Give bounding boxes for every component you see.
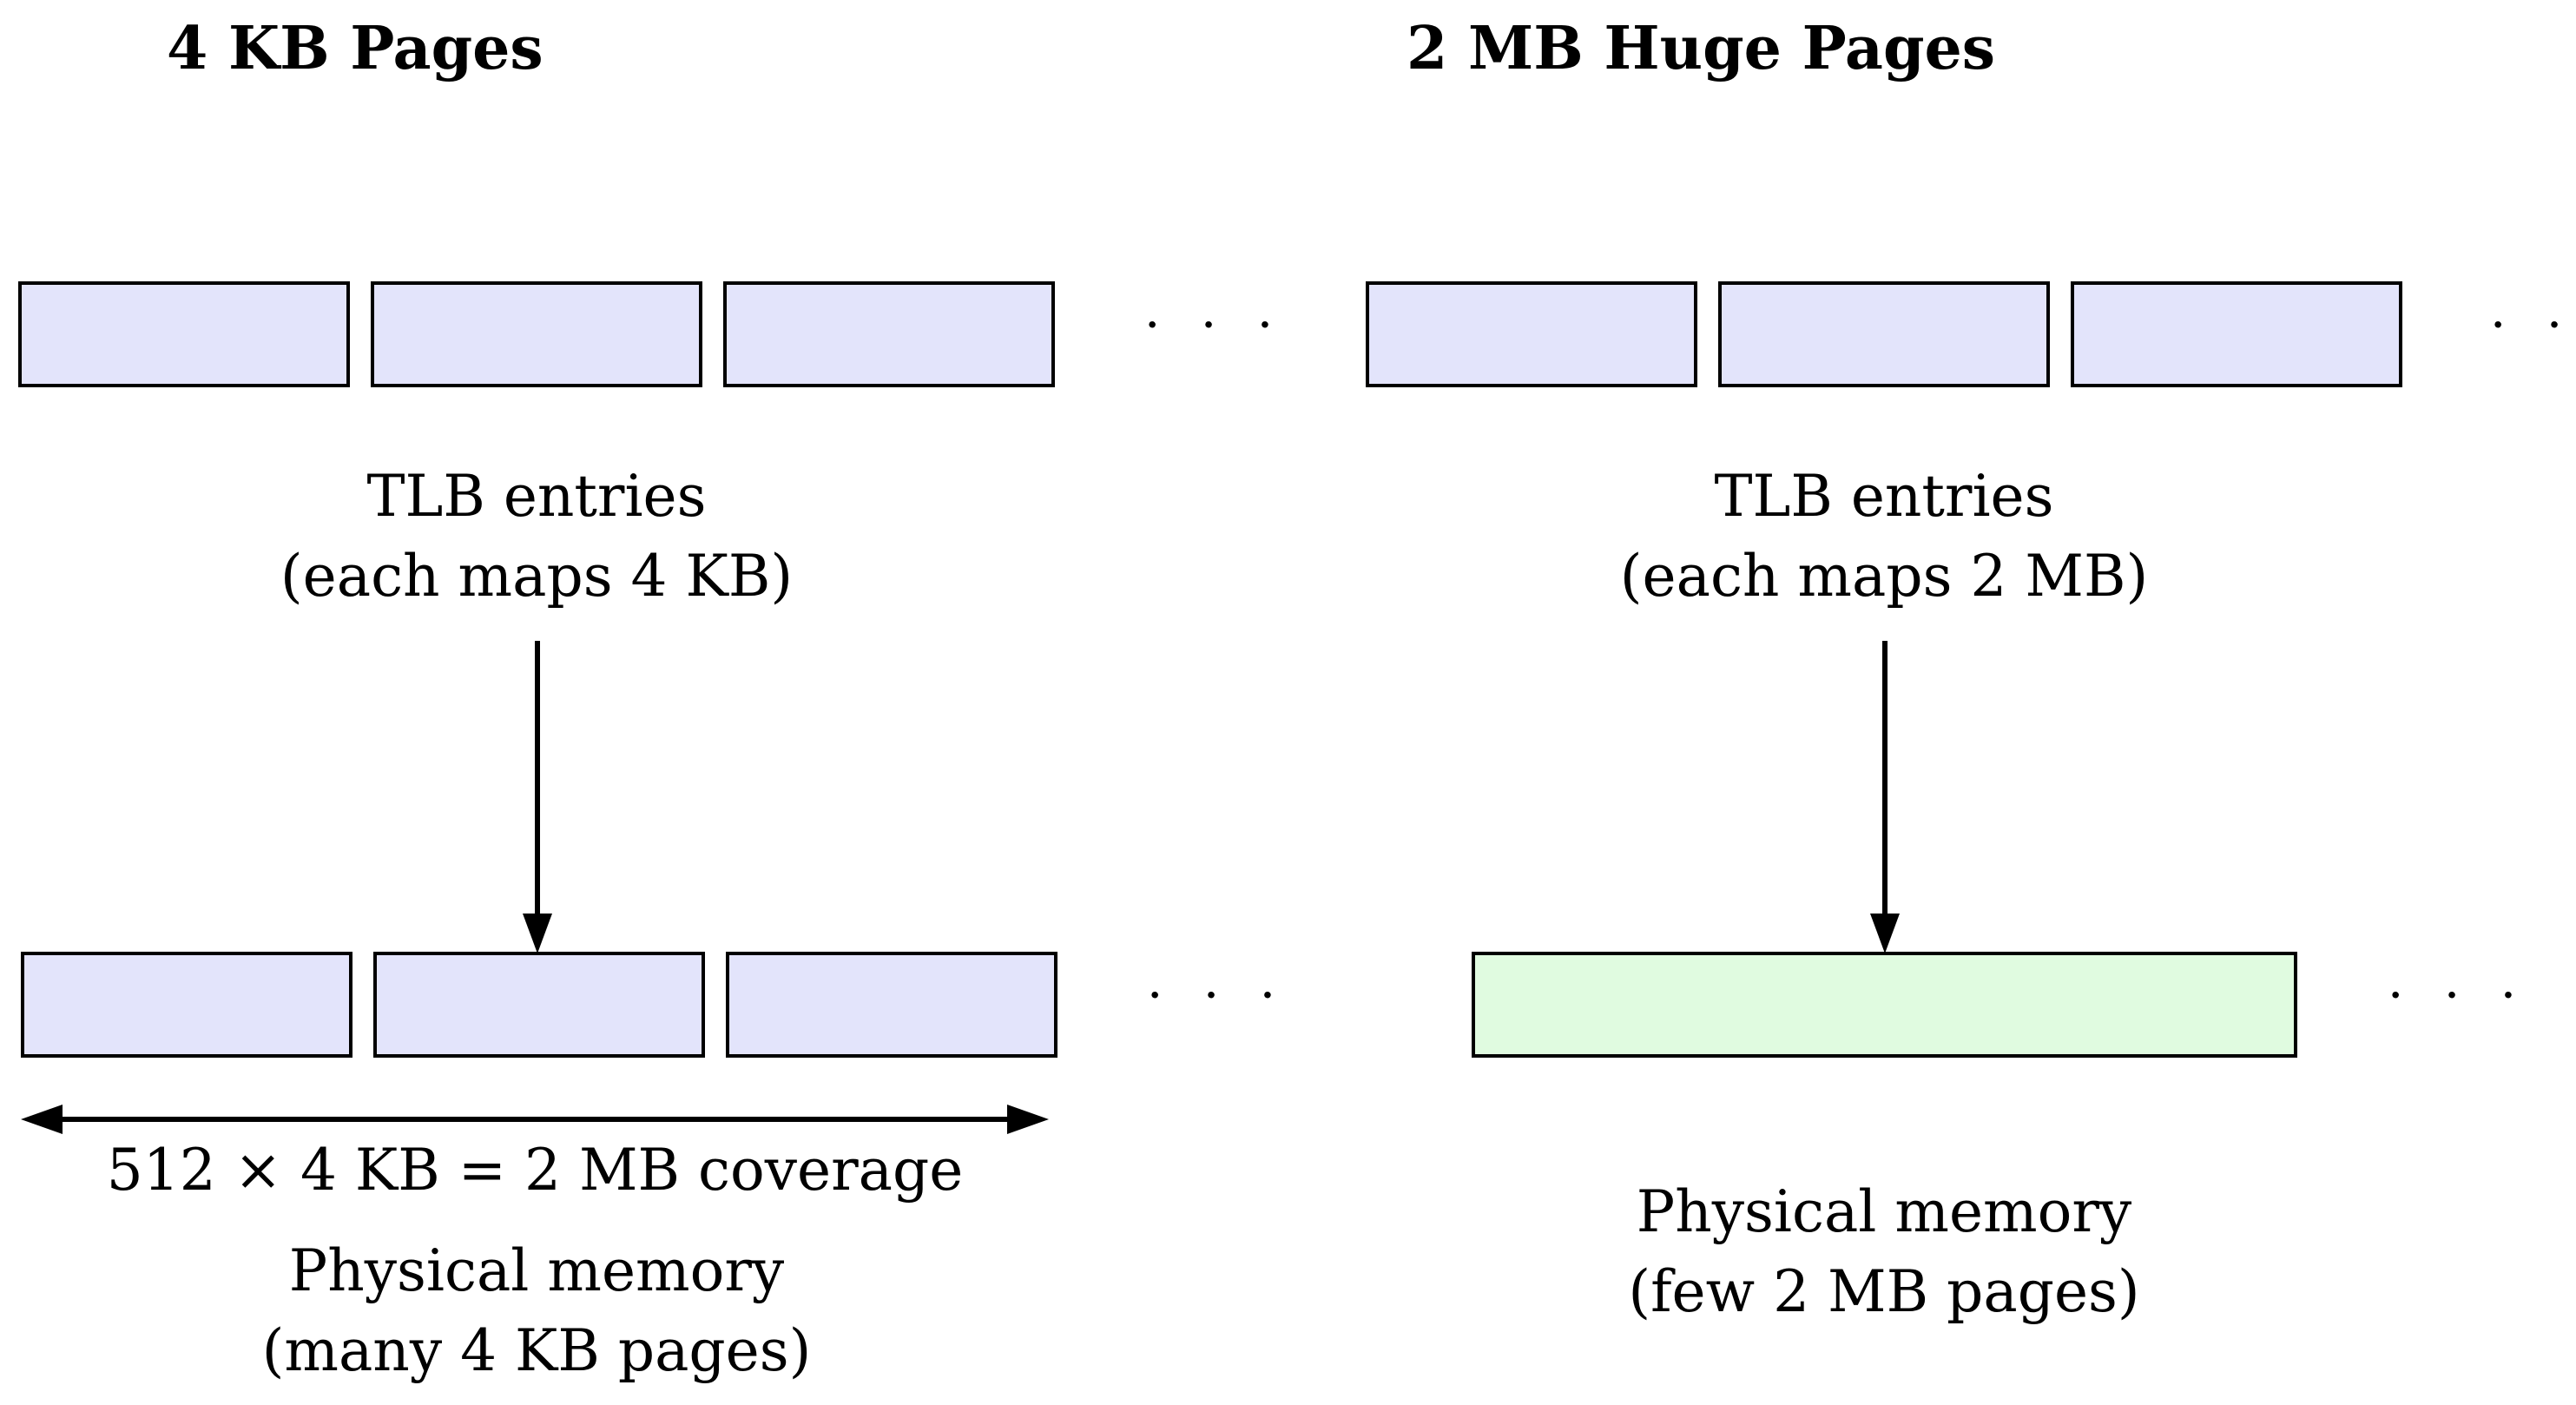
left-mapping-arrow xyxy=(523,641,552,953)
huge-page xyxy=(1472,952,2297,1058)
right-memory-caption-line1: Physical memory xyxy=(1636,1178,2132,1245)
left-memory-caption-line2: (many 4 KB pages) xyxy=(261,1317,812,1384)
left-memory-page-2 xyxy=(373,952,705,1058)
left-tlb-caption-line2: (each maps 4 KB) xyxy=(280,543,794,610)
left-tlb-ellipsis: · · · xyxy=(1144,295,1286,354)
right-tlb-ellipsis: · · · xyxy=(2490,295,2576,354)
right-tlb-caption-line1: TLB entries xyxy=(1714,463,2054,530)
right-tlb-entry-1 xyxy=(1366,281,1697,387)
right-tlb-entry-3 xyxy=(2071,281,2402,387)
right-mapping-arrow xyxy=(1870,641,1900,953)
coverage-double-arrow xyxy=(21,1105,1049,1134)
right-tlb-caption-line2: (each maps 2 MB) xyxy=(1619,543,2149,610)
left-tlb-entry-3 xyxy=(723,281,1055,387)
left-panel-title: 4 KB Pages xyxy=(167,14,544,83)
right-memory-ellipsis: · · · xyxy=(2388,966,2529,1025)
right-memory-caption-line2: (few 2 MB pages) xyxy=(1628,1258,2140,1325)
left-memory-page-1 xyxy=(21,952,352,1058)
left-tlb-entry-2 xyxy=(371,281,702,387)
right-tlb-entry-2 xyxy=(1718,281,2050,387)
left-memory-ellipsis: · · · xyxy=(1147,966,1288,1025)
right-panel-title: 2 MB Huge Pages xyxy=(1407,14,1996,83)
left-tlb-caption-line1: TLB entries xyxy=(366,463,707,530)
left-tlb-entry-1 xyxy=(18,281,350,387)
left-memory-page-3 xyxy=(726,952,1057,1058)
left-memory-caption-line1: Physical memory xyxy=(288,1237,785,1304)
coverage-label: 512 × 4 KB = 2 MB coverage xyxy=(106,1137,964,1204)
